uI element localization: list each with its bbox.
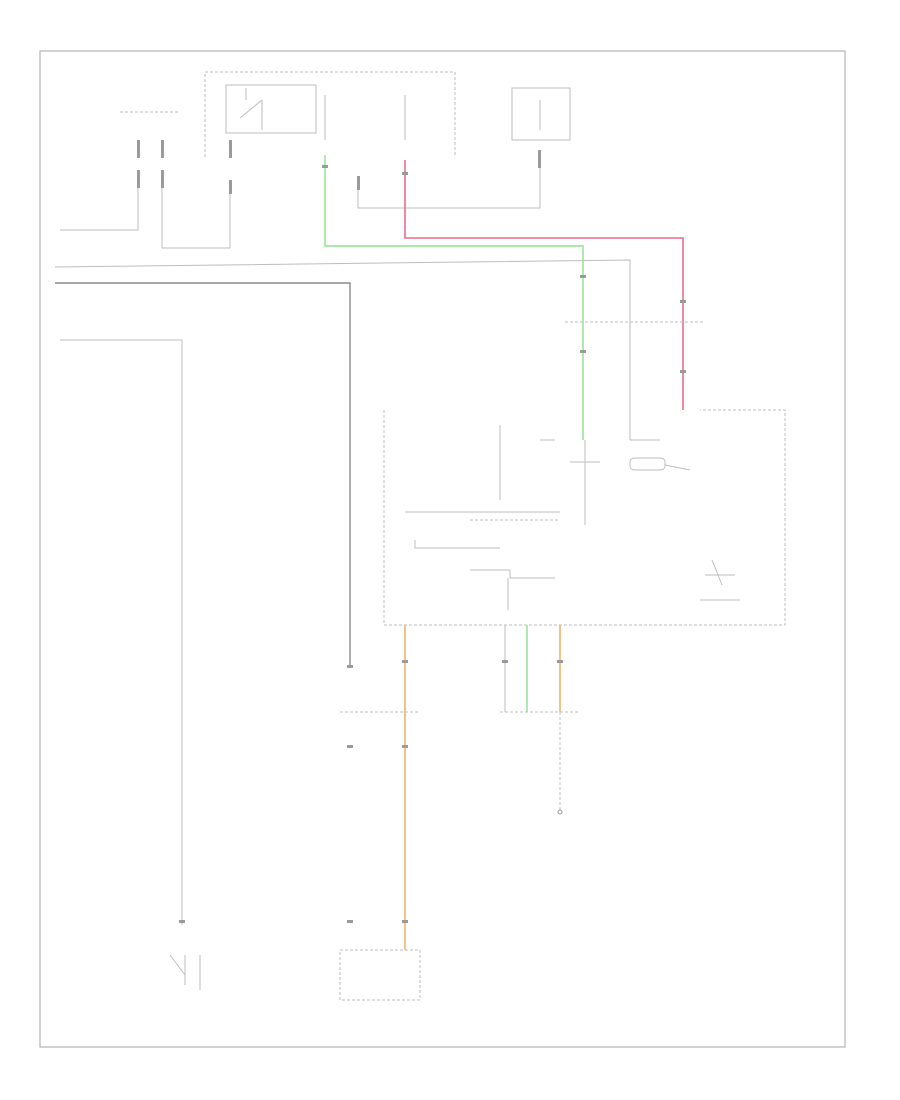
diagram-frame	[39, 50, 846, 1048]
junction-block	[204, 71, 456, 157]
wire-bus-gray	[54, 259, 631, 440]
indicator-light	[339, 949, 421, 1001]
wire-fuse-right	[357, 168, 541, 209]
wire-ign-2	[161, 188, 231, 249]
module-pins	[402, 625, 563, 950]
control-module	[383, 409, 786, 626]
fuse-block-right	[511, 87, 571, 141]
relay	[225, 84, 317, 134]
top-connectors	[137, 140, 541, 194]
light-switch	[169, 920, 201, 990]
ground-point	[557, 712, 563, 815]
wire-green	[324, 155, 584, 440]
wire-pink	[404, 160, 684, 410]
wire-bus-dark	[55, 282, 351, 665]
wire-ign-1	[60, 188, 139, 231]
wire-bus-switch	[60, 339, 183, 925]
